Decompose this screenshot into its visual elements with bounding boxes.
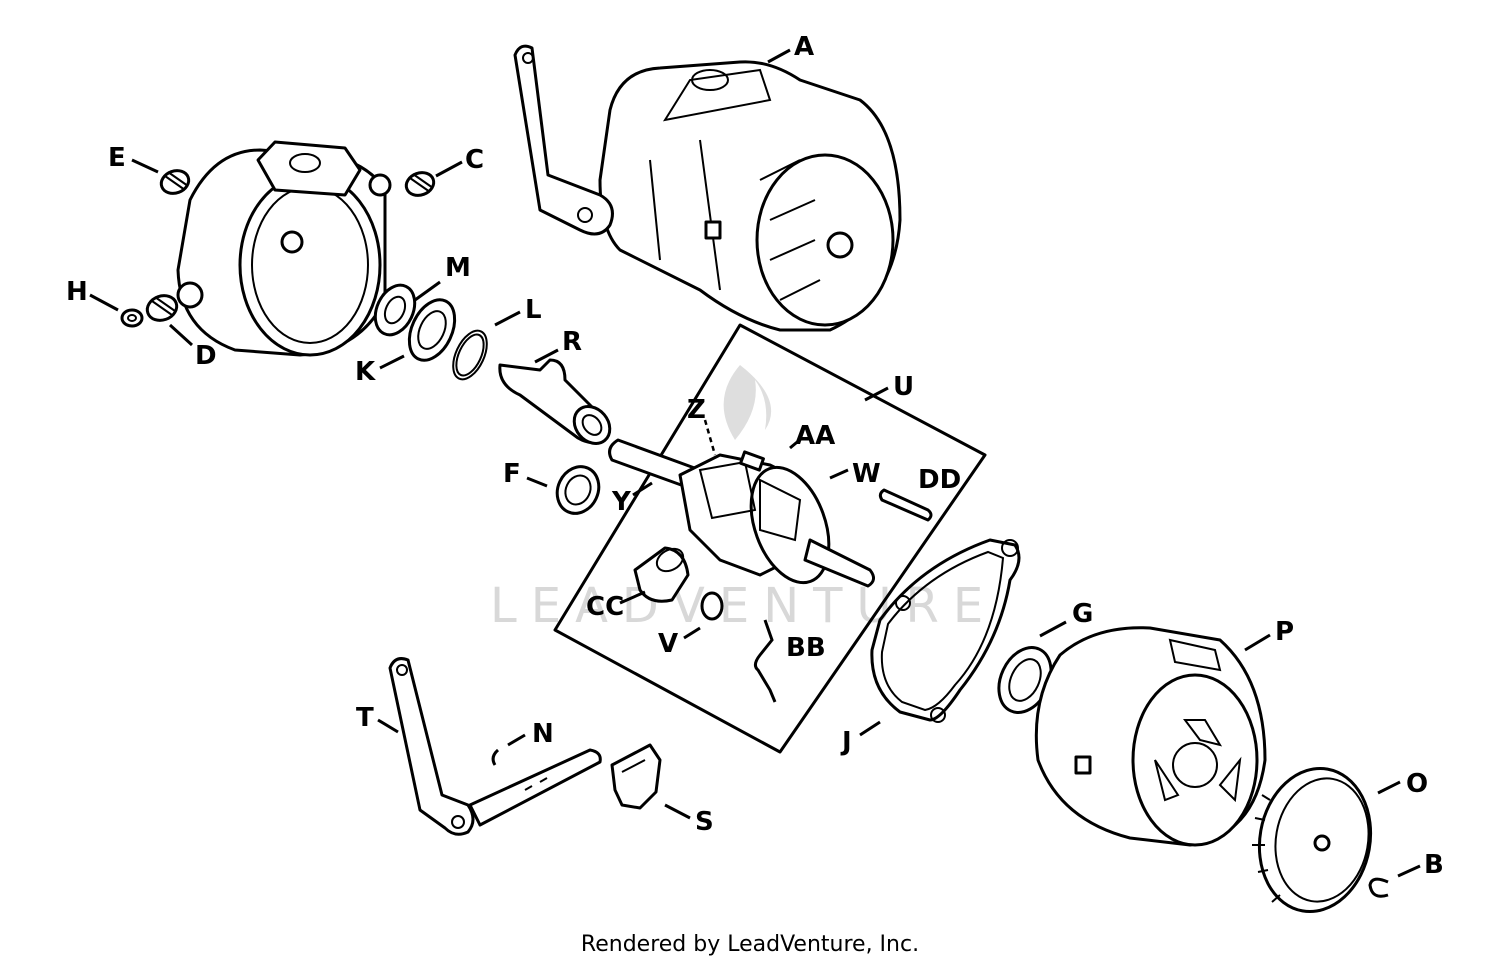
part-A-lever (513, 44, 614, 236)
part-T-lever (388, 657, 475, 836)
part-N-clip (491, 748, 500, 766)
callout-J: J (840, 727, 852, 757)
part-DD-pin (878, 488, 933, 522)
left-housing (176, 140, 392, 357)
callout-D: D (195, 341, 217, 371)
footer-credit: Rendered by LeadVenture, Inc. (580, 932, 920, 957)
callout-T: T (356, 703, 374, 733)
callout-Z: Z (687, 395, 706, 425)
part-K-thrust-bearing (407, 298, 457, 362)
callout-O: O (1406, 769, 1428, 799)
part-flyweight-assembly (678, 450, 875, 588)
part-F-washer (555, 465, 601, 515)
part-M-washer (373, 283, 417, 337)
part-B-clip (1368, 877, 1389, 898)
callout-M: M (445, 253, 471, 283)
part-C-bearing (404, 171, 436, 197)
callout-AA: AA (795, 421, 835, 451)
part-U-kit-outline (553, 323, 987, 754)
part-BB-spring (753, 619, 777, 703)
watermark-flame-icon (723, 365, 772, 440)
part-P-housing (1034, 626, 1267, 847)
callout-K: K (355, 357, 376, 387)
callout-R: R (562, 327, 582, 357)
callout-N: N (532, 719, 554, 749)
part-J-gasket (870, 538, 1021, 723)
part-V-clip (700, 591, 724, 621)
callout-V: V (658, 629, 678, 659)
shaft (468, 748, 602, 827)
part-S-fork (610, 743, 662, 810)
callout-S: S (695, 807, 714, 837)
callout-C: C (465, 145, 484, 175)
callout-Y: Y (611, 487, 632, 517)
callout-BB: BB (786, 633, 826, 663)
part-L-washer (452, 329, 488, 381)
callout-A: A (794, 32, 814, 62)
callout-W: W (852, 459, 881, 489)
callout-labels: A B C D E F G H J K L M N O P R S T U V … (66, 32, 1444, 880)
exploded-view-svg: LEADVENTURE (66, 32, 1444, 914)
callout-CC: CC (586, 592, 624, 622)
callout-G: G (1072, 599, 1093, 629)
part-R-sleeve (498, 358, 612, 445)
callout-U: U (893, 372, 914, 402)
callout-L: L (525, 295, 542, 325)
callout-P: P (1275, 617, 1294, 647)
part-A-assembly (598, 60, 902, 332)
callout-H: H (66, 277, 88, 307)
part-E-bearing (159, 169, 191, 195)
part-O-gear (1252, 766, 1373, 914)
part-D-bearing (145, 294, 179, 322)
callout-F: F (503, 459, 521, 489)
callout-B: B (1424, 850, 1444, 880)
callout-leaders (89, 48, 1421, 878)
callout-DD: DD (918, 465, 961, 495)
part-H-seal (120, 308, 144, 328)
callout-E: E (108, 143, 126, 173)
part-CC-bushing (633, 546, 690, 603)
watermark: LEADVENTURE (490, 578, 997, 634)
